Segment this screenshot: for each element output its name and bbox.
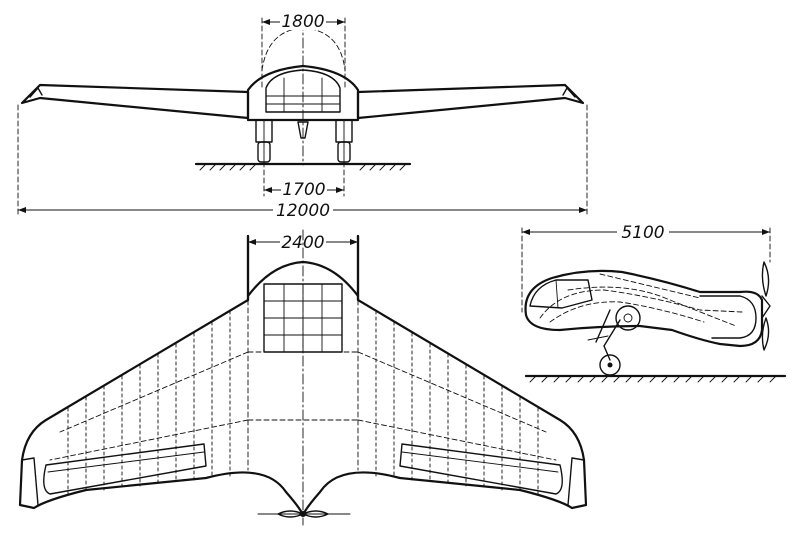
dim-arrow-2400-left: [248, 239, 256, 245]
dim-arrow-1800-right: [337, 19, 345, 25]
dim-label-bg-1800: [280, 10, 326, 30]
ground-hatching-side: [529, 375, 777, 383]
left-elevon-hinge: [47, 451, 205, 473]
main-wheel-side-upper: [615, 305, 641, 331]
dim-arrow-12000-right: [579, 207, 587, 213]
right-wing-front: [356, 83, 585, 120]
flying-wing-planform: [18, 234, 588, 517]
left-elevon: [43, 443, 207, 495]
right-rear-spar: [357, 419, 557, 461]
left-rear-spar: [49, 419, 249, 461]
side-inner-contour-2: [549, 301, 705, 323]
plan-view: 2400: [18, 229, 588, 526]
right-main-gear-front: [335, 119, 353, 163]
left-wingtip-detail: [29, 87, 43, 98]
dim-arrow-5100-left: [522, 229, 530, 235]
cockpit-arc-dashed: [261, 27, 346, 71]
dim-label-bg-2400: [280, 231, 326, 251]
canopy-front: [265, 69, 341, 113]
gear-brace-side: [587, 335, 609, 341]
right-elevon: [399, 443, 563, 495]
dim-label-wing-span: 12000: [276, 201, 330, 221]
ground-wheel-hub: [607, 362, 613, 368]
side-wing-root-dashed: [599, 273, 701, 299]
dim-arrow-1700-left: [264, 187, 272, 193]
right-wingtip-detail: [562, 87, 576, 98]
ground-hatching-front: [199, 163, 407, 171]
propeller-blade-bottom: [761, 317, 770, 351]
left-wing-front: [20, 83, 250, 120]
left-main-gear-front: [255, 119, 273, 163]
right-wing-ribs: [375, 310, 539, 495]
side-wing-tip-dashed: [567, 286, 737, 327]
gear-strut-side: [595, 309, 621, 347]
dim-label-track-width: 1700: [282, 180, 325, 200]
canopy-side-frame: [555, 279, 559, 309]
propeller-blades: [277, 510, 329, 518]
propeller-blade-top: [761, 261, 770, 297]
propeller-hub: [300, 511, 306, 517]
dim-label-bg-5100: [617, 221, 669, 241]
main-wheel-hub-upper: [623, 313, 633, 323]
left-front-spar: [59, 351, 249, 433]
nose-gear-front: [297, 121, 309, 139]
dim-arrow-12000-left: [18, 207, 26, 213]
side-view: 5100: [521, 221, 787, 383]
dim-arrow-2400-right: [350, 239, 358, 245]
center-fuselage-front: [246, 64, 360, 122]
canopy-side: [529, 279, 593, 309]
left-wingtip-plate: [21, 457, 39, 506]
dim-label-bg-12000: [273, 200, 333, 220]
right-elevon-hinge: [401, 451, 559, 473]
left-wing-ribs: [67, 310, 231, 495]
side-inner-contour-1: [539, 289, 743, 319]
dim-arrow-5100-right: [762, 229, 770, 235]
dim-label-cockpit-width: 1800: [281, 12, 324, 32]
propeller-spinner: [761, 295, 771, 319]
right-wingtip-plate: [567, 457, 585, 506]
dim-arrow-1700-right: [336, 187, 344, 193]
ground-wheel-fork: [603, 345, 611, 361]
dim-arrow-1800-left: [262, 19, 270, 25]
dim-label-bg-1700: [281, 178, 327, 198]
engine-nacelle-side: [699, 295, 757, 339]
propeller-side: [761, 261, 771, 351]
dim-label-fuselage-length: 5100: [621, 223, 664, 243]
main-gear-side: [587, 305, 641, 347]
fuselage-side-outline: [524, 269, 764, 348]
right-front-spar: [357, 351, 547, 433]
front-view: 1800 1700 12000: [17, 10, 588, 221]
pusher-propeller-plan: [257, 510, 351, 518]
